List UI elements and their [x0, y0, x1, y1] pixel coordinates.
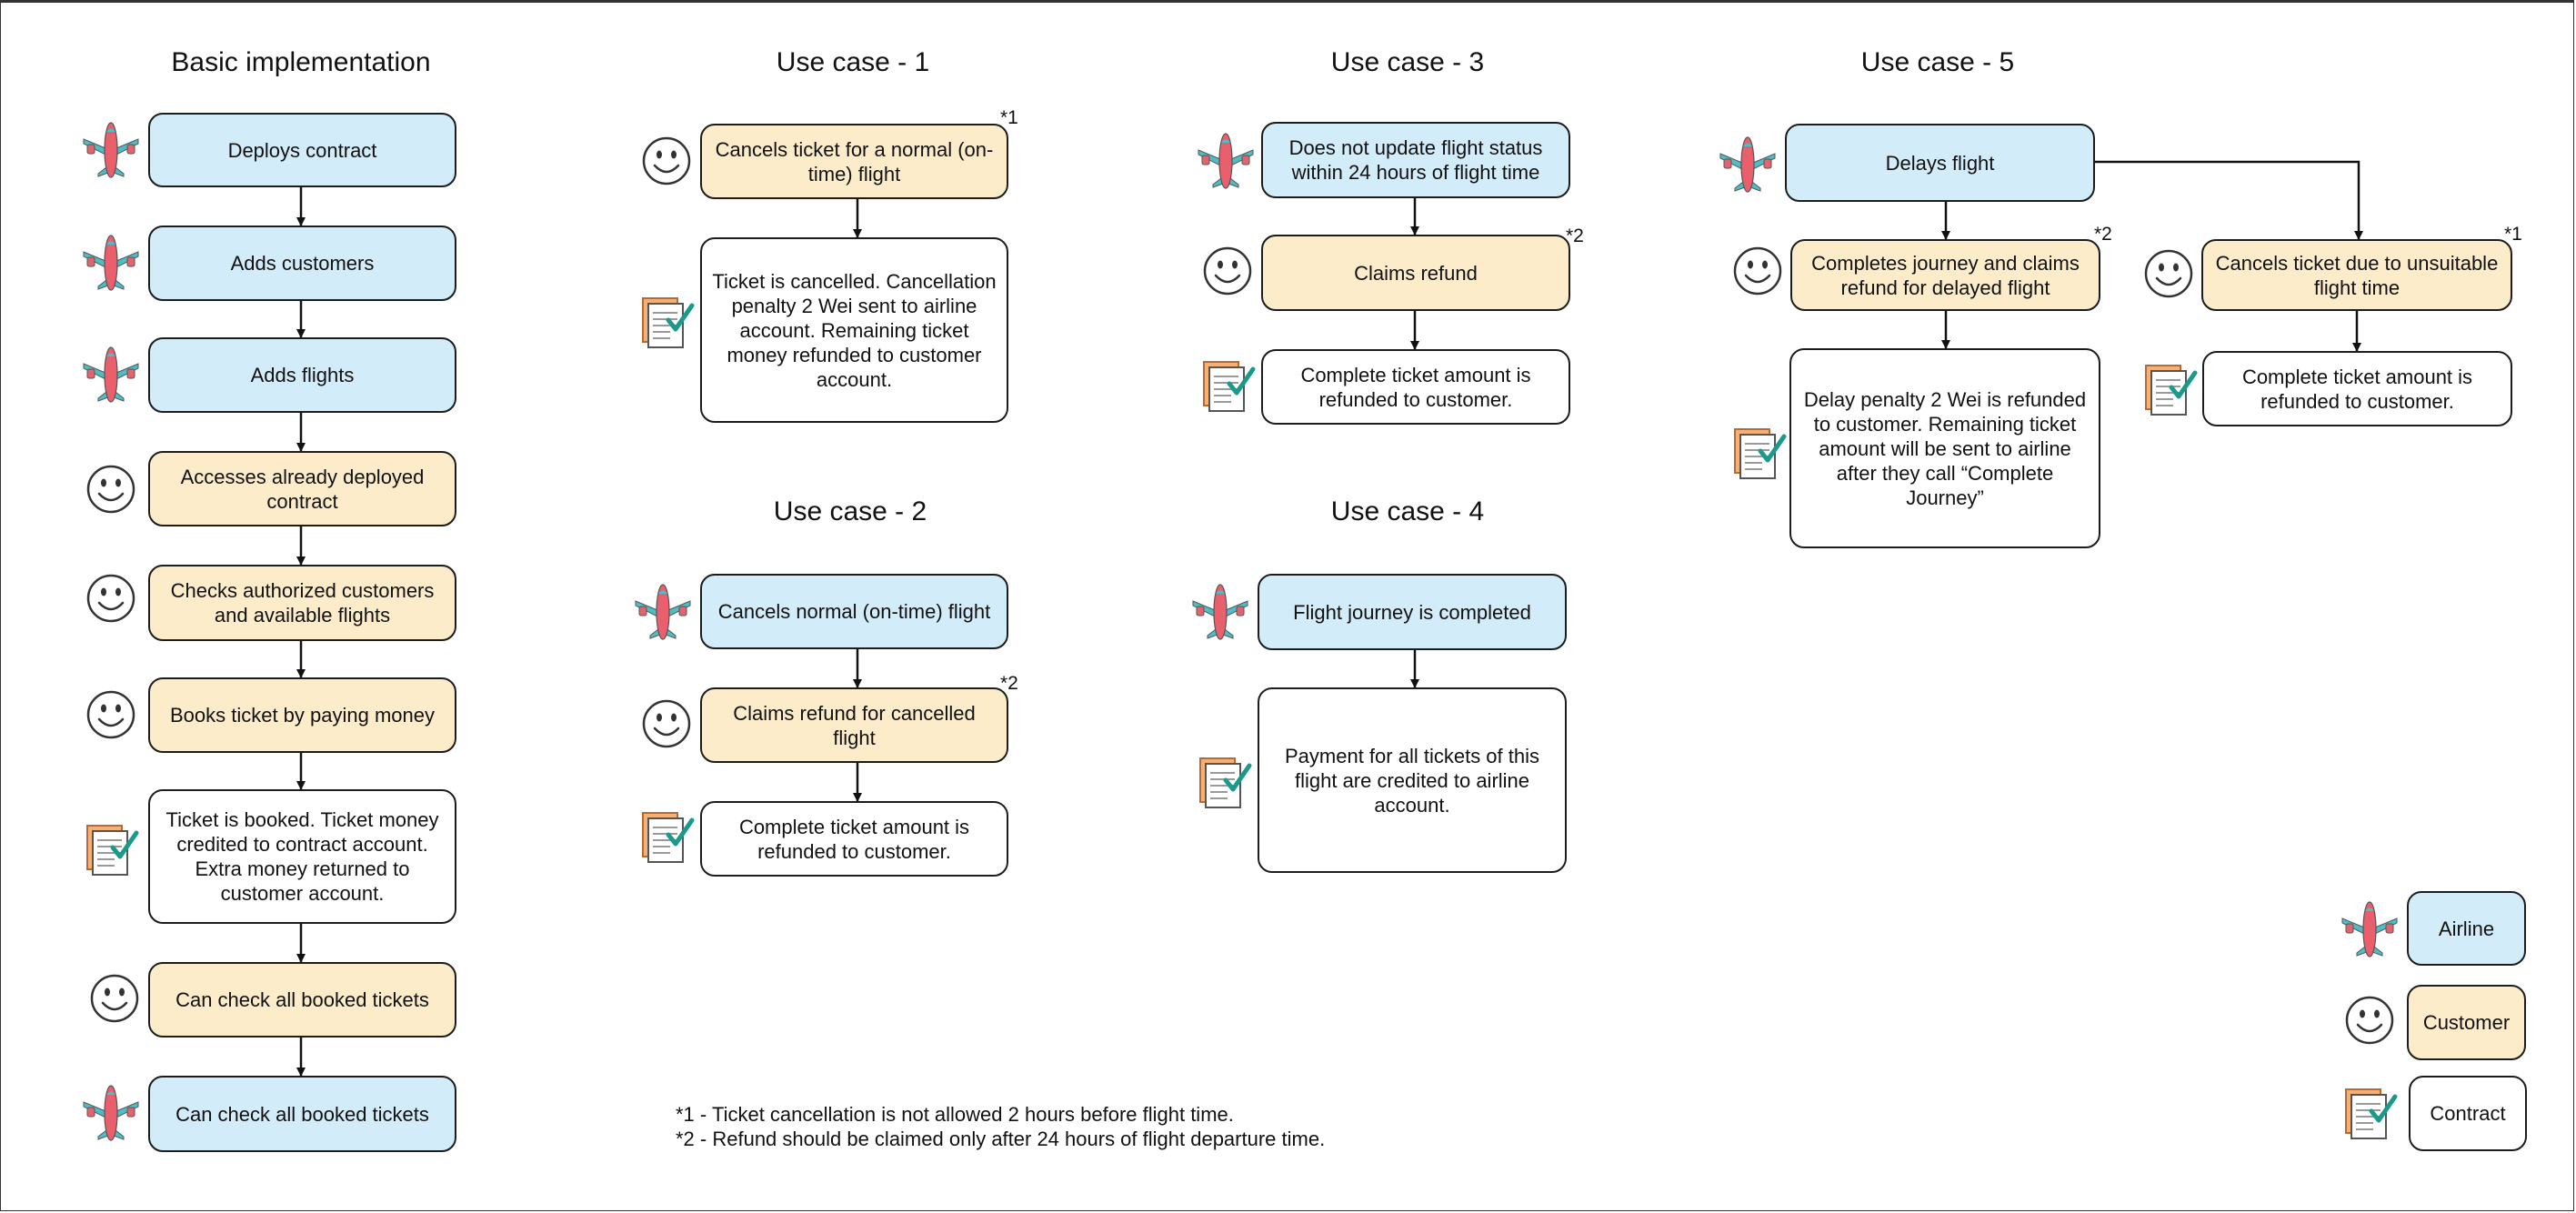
airplane-icon	[1715, 132, 1780, 197]
uc5-delays-flight: Delays flight	[1785, 124, 2095, 202]
uc2-refunded: Complete ticket amount is refunded to cu…	[700, 801, 1008, 877]
uc1-footnote-marker: *1	[1000, 107, 1018, 128]
smiley-face-icon	[78, 456, 144, 522]
smiley-face-icon	[2337, 987, 2402, 1053]
airplane-icon	[78, 1080, 144, 1146]
uc5-completes-journey-claims-refund: Completes journey and claims refund for …	[1790, 239, 2100, 311]
uc5-refunded: Complete ticket amount is refunded to cu…	[2202, 351, 2512, 426]
airplane-icon	[2337, 897, 2402, 962]
contract-document-icon	[78, 817, 144, 882]
smiley-face-icon	[1725, 238, 1790, 304]
title-basic-implementation: Basic implementation	[171, 47, 431, 77]
uc5-right-footnote-marker: *1	[2504, 224, 2522, 245]
uc1-ticket-cancelled: Ticket is cancelled. Cancellation penalt…	[700, 237, 1008, 423]
smiley-face-icon	[2136, 241, 2201, 306]
basic-step-adds-customers: Adds customers	[148, 226, 456, 301]
uc5-left-footnote-marker: *2	[2094, 224, 2112, 245]
footnote-2: *2 - Refund should be claimed only after…	[676, 1128, 1326, 1150]
contract-document-icon	[1726, 420, 1791, 486]
uc2-claims-refund: Claims refund for cancelled flight	[700, 687, 1008, 763]
airplane-icon	[1188, 579, 1253, 645]
title-use-case-2: Use case - 2	[773, 496, 927, 526]
smiley-face-icon	[1195, 238, 1260, 304]
uc2-footnote-marker: *2	[1000, 673, 1018, 694]
contract-document-icon	[634, 289, 699, 355]
airplane-icon	[78, 117, 144, 183]
smiley-face-icon	[634, 691, 699, 757]
legend-airline: Airline	[2407, 891, 2526, 966]
basic-step-accesses-contract: Accesses already deployed contract	[148, 451, 456, 526]
basic-step-books-ticket: Books ticket by paying money	[148, 677, 456, 753]
uc1-cancels-ticket: Cancels ticket for a normal (on-time) fl…	[700, 124, 1008, 199]
basic-step-customer-check-tickets: Can check all booked tickets	[148, 962, 456, 1038]
title-use-case-4: Use case - 4	[1330, 496, 1485, 526]
legend-customer: Customer	[2407, 985, 2526, 1060]
contract-document-icon	[2137, 356, 2202, 422]
contract-document-icon	[1191, 749, 1257, 815]
uc2-cancels-flight: Cancels normal (on-time) flight	[700, 574, 1008, 649]
uc3-refunded: Complete ticket amount is refunded to cu…	[1261, 349, 1570, 425]
smiley-face-icon	[82, 966, 147, 1031]
smiley-face-icon	[634, 128, 699, 194]
airplane-icon	[630, 579, 696, 645]
contract-document-icon	[1195, 353, 1260, 418]
basic-step-checks-customers-flights: Checks authorized customers and availabl…	[148, 565, 456, 641]
title-use-case-3: Use case - 3	[1330, 47, 1485, 77]
legend-contract: Contract	[2409, 1076, 2527, 1151]
basic-step-airline-check-tickets: Can check all booked tickets	[148, 1076, 456, 1152]
basic-step-ticket-booked: Ticket is booked. Ticket money credited …	[148, 789, 456, 924]
title-use-case-1: Use case - 1	[776, 47, 930, 77]
smiley-face-icon	[78, 566, 144, 631]
uc4-payment-credited: Payment for all tickets of this flight a…	[1258, 687, 1567, 873]
uc5-cancels-ticket-unsuitable-time: Cancels ticket due to unsuitable flight …	[2201, 239, 2512, 311]
contract-document-icon	[634, 804, 699, 869]
footnote-1: *1 - Ticket cancellation is not allowed …	[676, 1103, 1234, 1126]
uc4-journey-completed: Flight journey is completed	[1258, 574, 1567, 650]
uc3-footnote-marker: *2	[1566, 226, 1584, 246]
smiley-face-icon	[78, 682, 144, 747]
basic-step-deploys-contract: Deploys contract	[148, 113, 456, 187]
airplane-icon	[78, 342, 144, 407]
basic-step-adds-flights: Adds flights	[148, 337, 456, 413]
uc5-delay-penalty-refunded: Delay penalty 2 Wei is refunded to custo…	[1789, 348, 2100, 548]
airplane-icon	[78, 230, 144, 296]
title-use-case-5: Use case - 5	[1860, 47, 2015, 77]
uc3-no-status-update: Does not update flight status within 24 …	[1261, 122, 1570, 198]
uc3-claims-refund: Claims refund	[1261, 235, 1570, 311]
airplane-icon	[1193, 128, 1258, 194]
contract-document-icon	[2337, 1080, 2402, 1146]
